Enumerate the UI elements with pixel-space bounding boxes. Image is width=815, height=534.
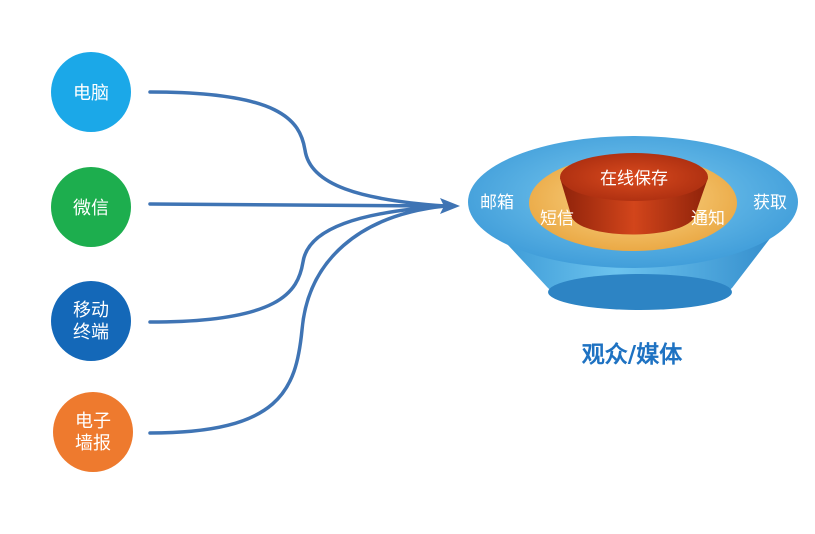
arrow-ewall [148, 204, 447, 435]
source-circle [51, 52, 131, 132]
bowl-middle-left-label: 短信 [540, 209, 574, 229]
source-label: 墙报 [75, 433, 111, 454]
source-node-mobile: 移动 终端 [51, 281, 131, 361]
bowl-middle-right-label: 通知 [691, 209, 725, 229]
source-circle [53, 392, 133, 472]
bowl-caption: 观众/媒体 [582, 341, 683, 368]
arrow-group [148, 90, 460, 435]
arrow-wechat [148, 202, 447, 208]
source-node-ewall: 电子 墙报 [53, 392, 133, 472]
arrowhead-icon [440, 198, 460, 214]
bowl-outer-base [548, 274, 732, 310]
source-label: 终端 [73, 322, 109, 343]
source-circle [51, 281, 131, 361]
source-label: 电脑 [73, 83, 109, 104]
bowl-inner-top [560, 153, 708, 201]
bowl-inner-label: 在线保存 [600, 169, 668, 189]
source-label: 移动 [73, 300, 109, 321]
source-label: 微信 [73, 198, 109, 219]
source-node-computer: 电脑 [51, 52, 131, 132]
bowl-outer-right-label: 获取 [753, 193, 787, 213]
source-label: 电子 [75, 411, 111, 432]
source-node-wechat: 微信 [51, 167, 131, 247]
bowl-graphic: 在线保存 短信 通知 邮箱 获取 [468, 136, 798, 310]
arrow-mobile [148, 204, 447, 324]
bowl-outer-left-label: 邮箱 [480, 193, 514, 213]
arrow-computer [148, 90, 447, 208]
source-circle [51, 167, 131, 247]
